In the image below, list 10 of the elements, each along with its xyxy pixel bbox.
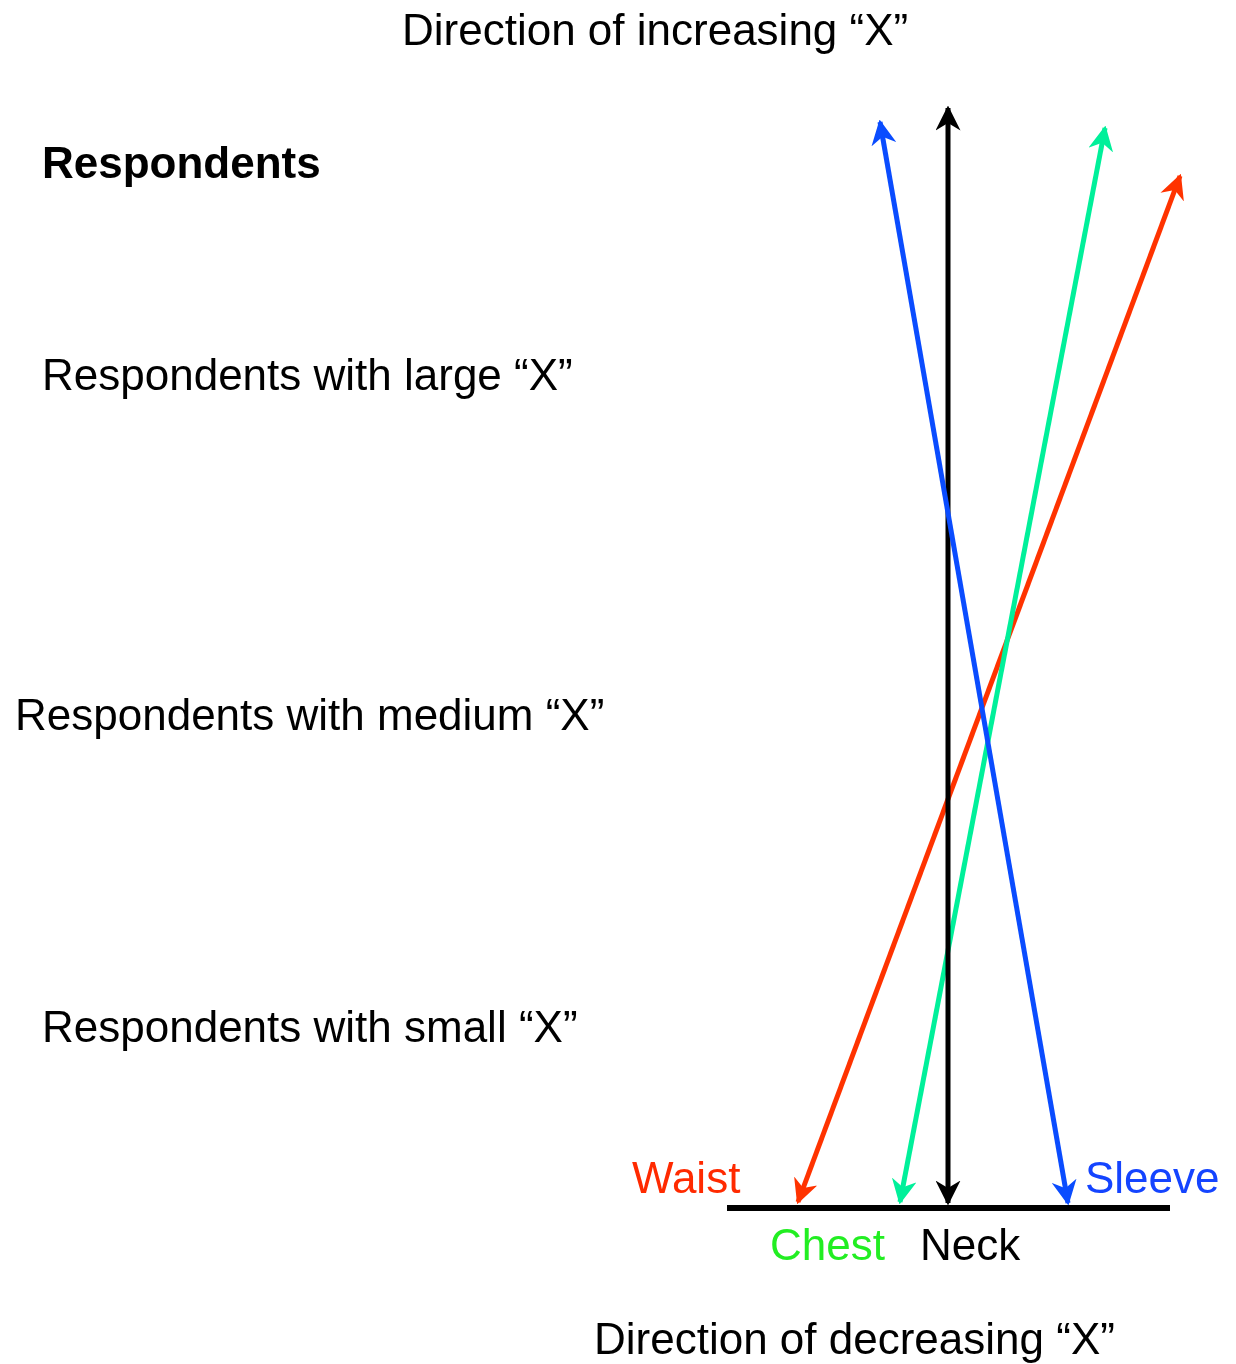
measure-label: Neck	[920, 1220, 1021, 1270]
measure-label: Waist	[632, 1153, 741, 1203]
axis-caption: Direction of increasing “X”	[402, 5, 909, 55]
measure-label: Chest	[770, 1220, 885, 1270]
heading: Respondents	[42, 138, 321, 188]
measure-label: Sleeve	[1085, 1153, 1220, 1203]
scale-label: Respondents with small “X”	[42, 1002, 578, 1052]
scale-label: Respondents with medium “X”	[15, 690, 605, 740]
scale-label: Respondents with large “X”	[42, 350, 573, 400]
axis-caption: Direction of decreasing “X”	[594, 1314, 1115, 1364]
